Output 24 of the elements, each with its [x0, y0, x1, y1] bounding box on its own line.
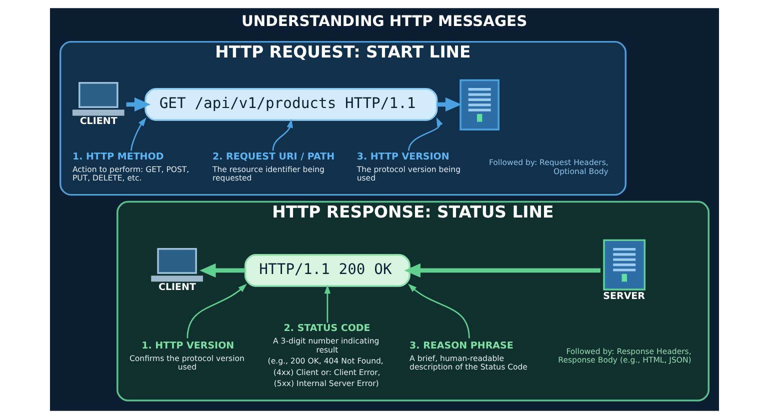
- node-label: CLIENT: [158, 282, 196, 294]
- node-text: 1. HTTP VERSION Confirms the protocol version used: [129, 340, 244, 372]
- arrow: [126, 97, 150, 112]
- node-text: 2. REQUEST URI / PATH The resource identifier being requested: [212, 152, 334, 183]
- arrow: [408, 117, 442, 151]
- node-text: 1. HTTP METHOD Action to perform: GET, POST, PUT, DELETE, etc.: [72, 152, 189, 183]
- arrow: [324, 284, 330, 323]
- node-label: CLIENT: [79, 116, 117, 128]
- arrow: [404, 263, 600, 278]
- node-text: 3. HTTP VERSION The protocol version being used: [356, 152, 460, 183]
- arrow: [408, 284, 470, 338]
- node-box: HTTP/1.1 200 OK: [244, 254, 410, 287]
- label: Followed by: Response Headers, Response Body (e.g., HTML, JSON): [558, 347, 691, 365]
- node-label: SERVER: [602, 290, 644, 302]
- node-box: GET /api/v1/products HTTP/1.1: [144, 88, 438, 121]
- diagram-title: UNDERSTANDING HTTP MESSAGES: [240, 12, 527, 30]
- arrow: [436, 97, 462, 112]
- arrow: [186, 284, 246, 338]
- label: Followed by: Request Headers, Optional Body: [488, 158, 608, 176]
- arrow: [199, 263, 245, 278]
- arrow: [272, 118, 292, 151]
- node-text: 2. STATUS CODE A 3-digit number indicating result (e.g., 200 OK, 404 Not Found, (4xx) Client or: Client Error, (5xx) Internal Server Error): [267, 323, 383, 388]
- arrow: [130, 118, 146, 151]
- node-text: 3. REASON PHRASE A brief, human-readable description of the Status Code: [409, 340, 527, 372]
